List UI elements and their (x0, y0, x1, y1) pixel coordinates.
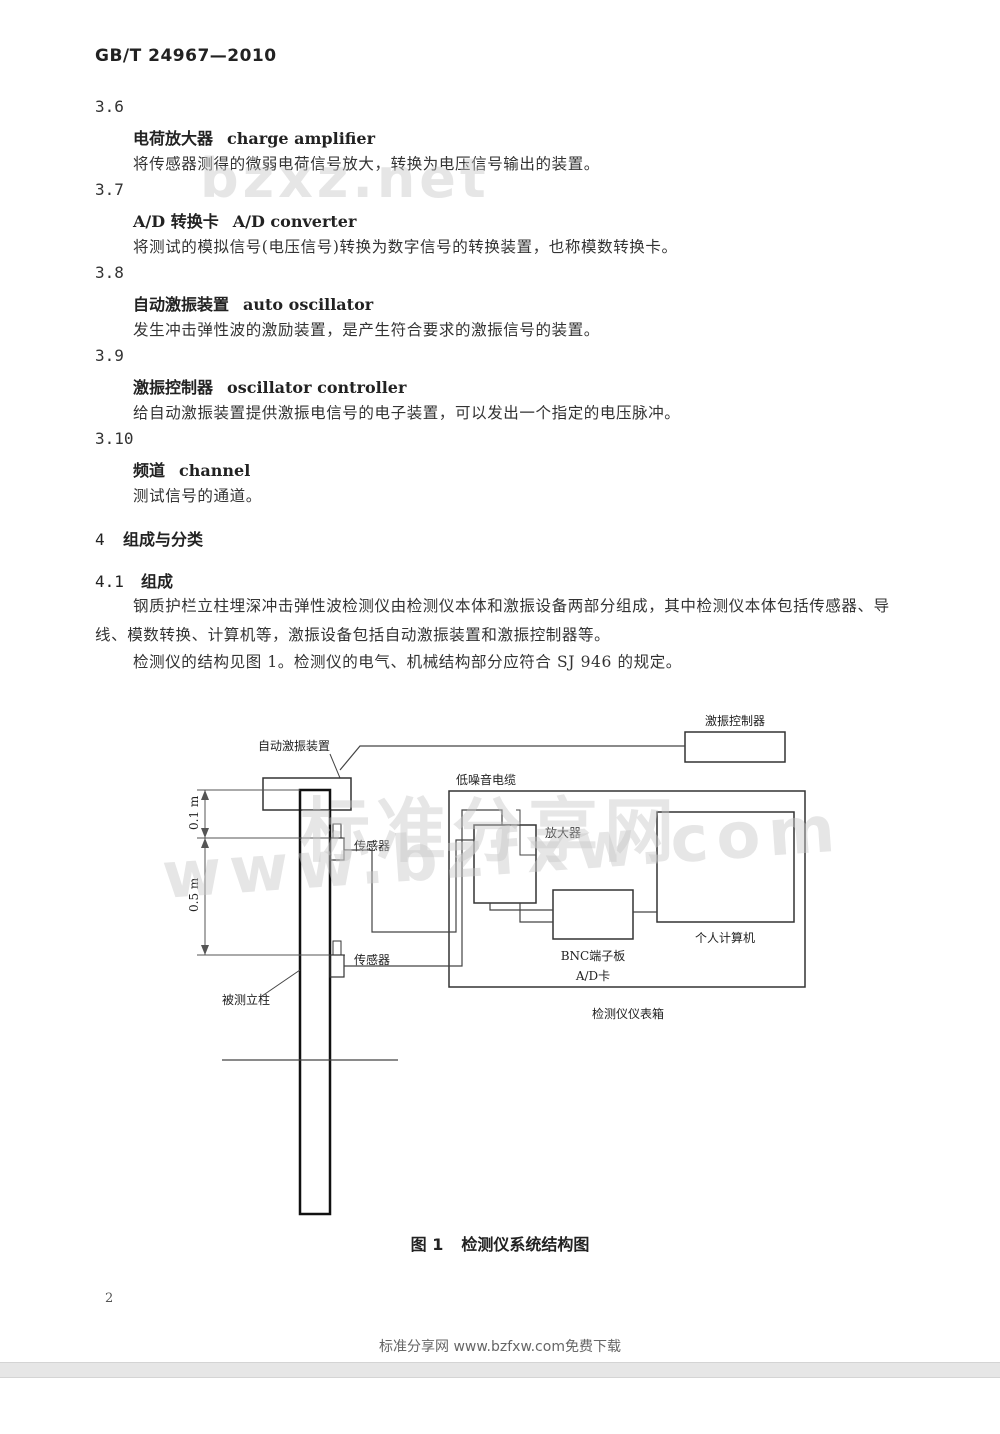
computer-label: 个人计算机 (695, 930, 755, 945)
auto-oscillator-leader (329, 753, 341, 779)
sensor-bottom (329, 954, 345, 978)
body-paragraph: 钢质护栏立柱埋深冲击弹性波检测仪由检测仪本体和激振设备两部分组成，其中检测仪本体… (95, 597, 890, 644)
dim-label-bottom: 0.5 m (187, 877, 201, 912)
term-en: auto oscillator (243, 295, 374, 314)
sensor-top (329, 837, 345, 861)
term-en: charge amplifier (227, 129, 376, 148)
term-definition: 将传感器测得的微弱电荷信号放大，转换为电压信号输出的装置。 (133, 155, 600, 173)
sensor-top-cable (344, 839, 474, 933)
auto-oscillator-box (262, 777, 352, 811)
amp-to-bnc-cable (489, 903, 553, 911)
sensor-bottom-mount (332, 940, 342, 956)
sensor-top-label: 传感器 (354, 838, 390, 853)
term-title: A/D 转换卡 A/D converter (133, 208, 356, 232)
term-definition: 将测试的模拟信号(电压信号)转换为数字信号的转换装置，也称模数转换卡。 (133, 238, 678, 256)
footer-bar (0, 1362, 1000, 1378)
subsection-heading: 4.1 组成 (95, 568, 173, 592)
section-heading: 4 组成与分类 (95, 526, 203, 550)
dim-arrow (201, 790, 209, 800)
sensor-bottom-label: 传感器 (354, 952, 390, 967)
amplifier-box (473, 824, 537, 904)
page-number: 2 (105, 1291, 114, 1306)
figure-caption: 图 1 检测仪系统结构图 (0, 1231, 1000, 1255)
amplifier-link (516, 809, 536, 856)
term-definition: 给自动激振装置提供激振电信号的电子装置，可以发出一个指定的电压脉冲。 (133, 404, 681, 422)
sensor-top-mount (332, 823, 342, 839)
bnc-board-box (552, 889, 634, 940)
term-title: 激振控制器 oscillator controller (133, 374, 406, 398)
oscillator-controller-label: 激振控制器 (705, 714, 765, 728)
instrument-case-label: 检测仪仪表箱 (592, 1006, 664, 1021)
section-title: 组成与分类 (123, 530, 204, 549)
term-en: channel (179, 461, 251, 480)
system-structure-diagram: 激振控制器 自动激振装置 0.1 m 0.5 m 传感器 传感器 被测立柱 (187, 714, 806, 1216)
oscillator-controller-box (684, 731, 786, 763)
term-zh: A/D 转换卡 (133, 212, 219, 231)
standard-id: GB/T 24967—2010 (95, 46, 277, 66)
subsection-title: 组成 (141, 572, 174, 591)
auto-oscillator-label: 自动激振装置 (258, 739, 330, 753)
clause-number: 3.7 (95, 180, 124, 199)
clause-number: 3.9 (95, 346, 124, 365)
term-title: 电荷放大器 charge amplifier (133, 125, 375, 149)
controller-cable (339, 745, 685, 771)
dim-arrow (201, 838, 209, 848)
figure-label: 图 1 (410, 1235, 444, 1254)
dim-arrow (201, 945, 209, 955)
tested-post (298, 788, 332, 1216)
dim-label-top: 0.1 m (187, 795, 201, 830)
instrument-case (448, 790, 806, 988)
term-zh: 电荷放大器 (133, 129, 214, 148)
body-paragraph: 检测仪的结构见图 1。检测仪的电气、机械结构部分应符合 SJ 946 的规定。 (133, 653, 682, 671)
figure-title: 检测仪系统结构图 (461, 1235, 590, 1254)
download-footer[interactable]: 标准分享网 www.bzfxw.com免费下载 (379, 1339, 621, 1355)
computer-box (656, 811, 795, 923)
clause-number: 3.8 (95, 263, 124, 282)
term-en: oscillator controller (227, 378, 407, 397)
bnc-board-label: BNC端子板 (561, 949, 626, 963)
term-title: 频道 channel (133, 457, 250, 481)
term-zh: 自动激振装置 (133, 295, 230, 314)
term-definition: 测试信号的通道。 (133, 487, 262, 505)
clause-number: 3.10 (95, 429, 134, 448)
section-number: 4 (95, 530, 105, 549)
subsection-number: 4.1 (95, 572, 124, 591)
amplifier-label: 放大器 (545, 825, 581, 840)
term-en: A/D converter (232, 212, 357, 231)
term-title: 自动激振装置 auto oscillator (133, 291, 373, 315)
low-noise-cable-label: 低噪音电缆 (456, 772, 516, 787)
term-zh: 激振控制器 (133, 378, 214, 397)
post-label: 被测立柱 (222, 992, 270, 1007)
post-leader (261, 969, 301, 997)
dim-arrow (201, 828, 209, 838)
ad-card-label: A/D卡 (575, 969, 610, 983)
amp-to-bnc-cable (519, 903, 553, 923)
sensor-bottom-cable (344, 809, 503, 967)
clause-number: 3.6 (95, 97, 124, 116)
term-zh: 频道 (133, 461, 166, 480)
term-definition: 发生冲击弹性波的激励装置，是产生符合要求的激振信号的装置。 (133, 321, 600, 339)
